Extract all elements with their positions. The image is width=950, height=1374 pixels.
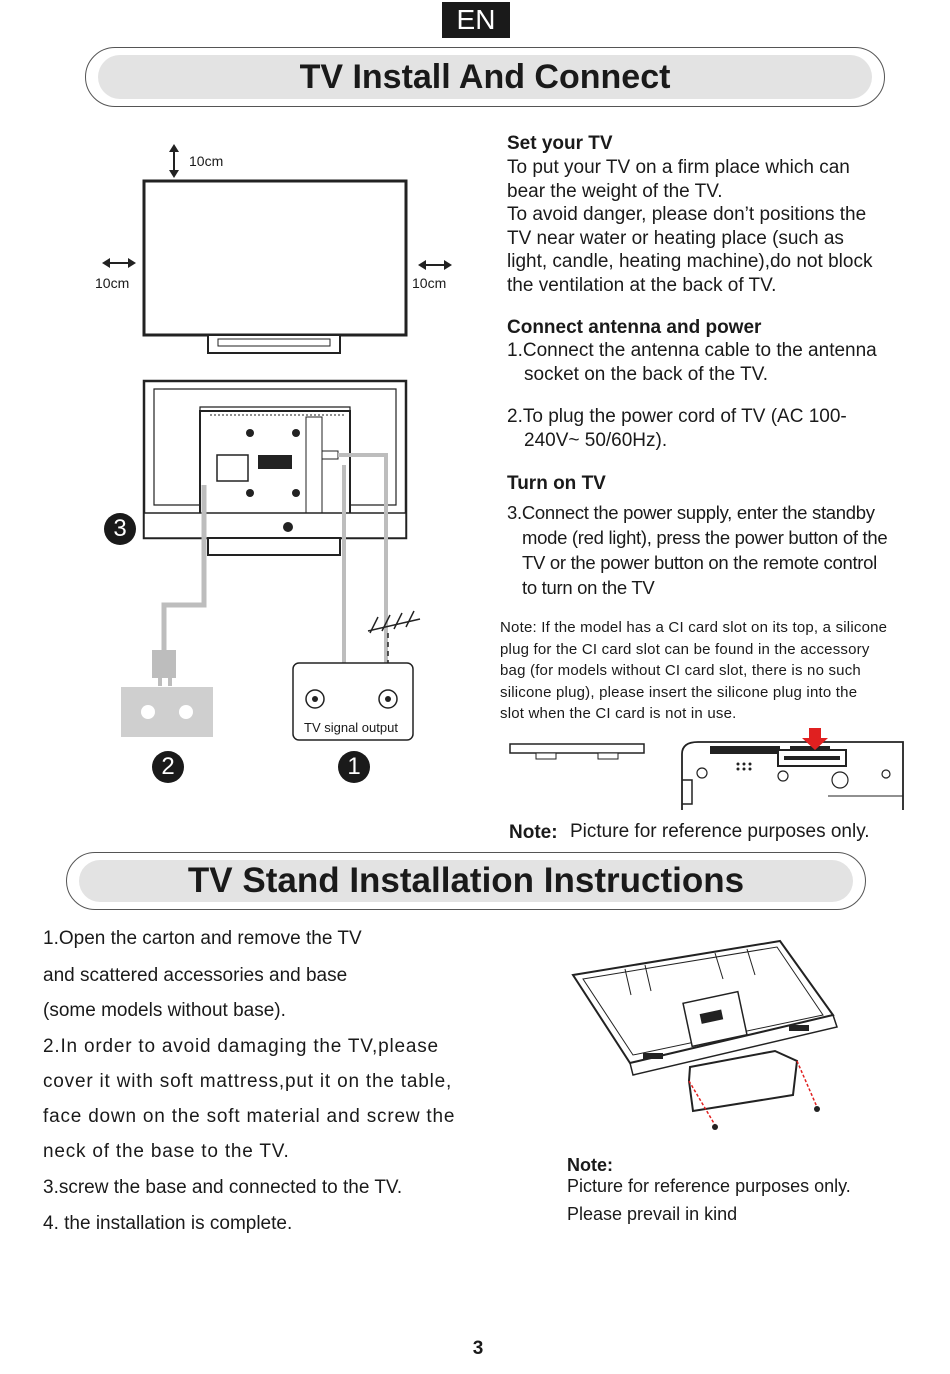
stand-line: 2.In order to avoid damaging the TV,plea…	[43, 1036, 439, 1057]
ci-note-line: plug for the CI card slot can be found i…	[500, 640, 870, 658]
stand-line: cover it with soft mattress,put it on th…	[43, 1071, 453, 1092]
stand-line: 1.Open the carton and remove the TV	[43, 928, 362, 949]
marker-2: 2	[152, 751, 184, 783]
marker-3: 3	[104, 513, 136, 545]
stand-line: face down on the soft material and screw…	[43, 1106, 456, 1127]
section-banner-install: TV Install And Connect	[85, 47, 885, 107]
language-badge: EN	[442, 2, 510, 38]
set-tv-line: To put your TV on a firm place which can	[507, 157, 850, 178]
signal-box-label: TV signal output	[304, 720, 398, 735]
set-tv-line: TV near water or heating place (such as	[507, 227, 844, 249]
connect-line: socket on the back of the TV.	[524, 364, 768, 385]
stand-note-line: Please prevail in kind	[567, 1204, 738, 1224]
reference-note-text: Picture for reference purposes only.	[570, 821, 870, 842]
ci-plug-diagram	[509, 743, 645, 760]
section-banner-stand: TV Stand Installation Instructions	[66, 852, 866, 910]
clearance-right-label: 10cm	[412, 275, 447, 291]
connect-line: 240V~ 50/60Hz).	[524, 430, 668, 451]
turn-on-line: TV or the power button on the remote con…	[522, 552, 877, 573]
section-title-stand: TV Stand Installation Instructions	[79, 860, 853, 902]
ci-note-line: slot when the CI card is not in use.	[500, 705, 737, 723]
ci-slot-diagram	[681, 728, 904, 810]
stand-note-line: Picture for reference purposes only.	[567, 1176, 851, 1196]
stand-note-label: Note:	[567, 1155, 613, 1175]
turn-on-line: to turn on the TV	[522, 577, 655, 598]
ci-note-line: silicone plug), please insert the silico…	[500, 683, 858, 701]
stand-line: neck of the base to the TV.	[43, 1141, 290, 1162]
section-title-install: TV Install And Connect	[98, 55, 872, 99]
set-tv-text: To put your TV on a firm place which can…	[507, 156, 937, 297]
set-tv-line: the ventilation at the back of TV.	[507, 274, 777, 296]
turn-on-line: mode (red light), press the power button…	[522, 527, 888, 548]
connect-heading: Connect antenna and power	[507, 317, 762, 338]
stand-line: 3.screw the base and connected to the TV…	[43, 1177, 403, 1198]
stand-line: (some models without base).	[43, 1000, 286, 1021]
ci-note-line: bag (for models without CI card slot, th…	[500, 662, 861, 680]
stand-line: and scattered accessories and base	[43, 965, 348, 986]
reference-note-label: Note:	[509, 822, 558, 843]
clearance-left-label: 10cm	[95, 275, 130, 291]
set-tv-heading: Set your TV	[507, 133, 613, 154]
connect-line: 1.Connect the antenna cable to the anten…	[507, 340, 877, 361]
turn-on-text: 3.Connect the power supply, enter the st…	[507, 500, 888, 600]
turn-on-line: 3.Connect the power supply, enter the st…	[507, 502, 875, 523]
stand-line: 4. the installation is complete.	[43, 1213, 293, 1234]
tv-front-clearance-diagram	[102, 144, 452, 354]
marker-1: 1	[338, 751, 370, 783]
ci-slot-note: Note: If the model has a CI card slot on…	[500, 617, 887, 725]
set-tv-line: light, candle, heating machine),do not b…	[507, 251, 873, 272]
connect-line: 2.To plug the power cord of TV (AC 100-	[507, 406, 847, 427]
turn-on-heading: Turn on TV	[507, 473, 606, 494]
stand-instructions: 1.Open the carton and remove the TV and …	[43, 0, 523, 1374]
clearance-top-label: 10cm	[189, 153, 224, 169]
set-tv-line: bear the weight of the TV.	[507, 180, 723, 202]
set-tv-line: To avoid danger, please don’t positions …	[507, 204, 867, 225]
tv-back-connection-diagram	[121, 379, 421, 741]
tv-stand-diagram	[571, 939, 838, 1130]
ci-note-line: Note: If the model has a CI card slot on…	[500, 619, 888, 636]
page-number: 3	[472, 1338, 484, 1359]
